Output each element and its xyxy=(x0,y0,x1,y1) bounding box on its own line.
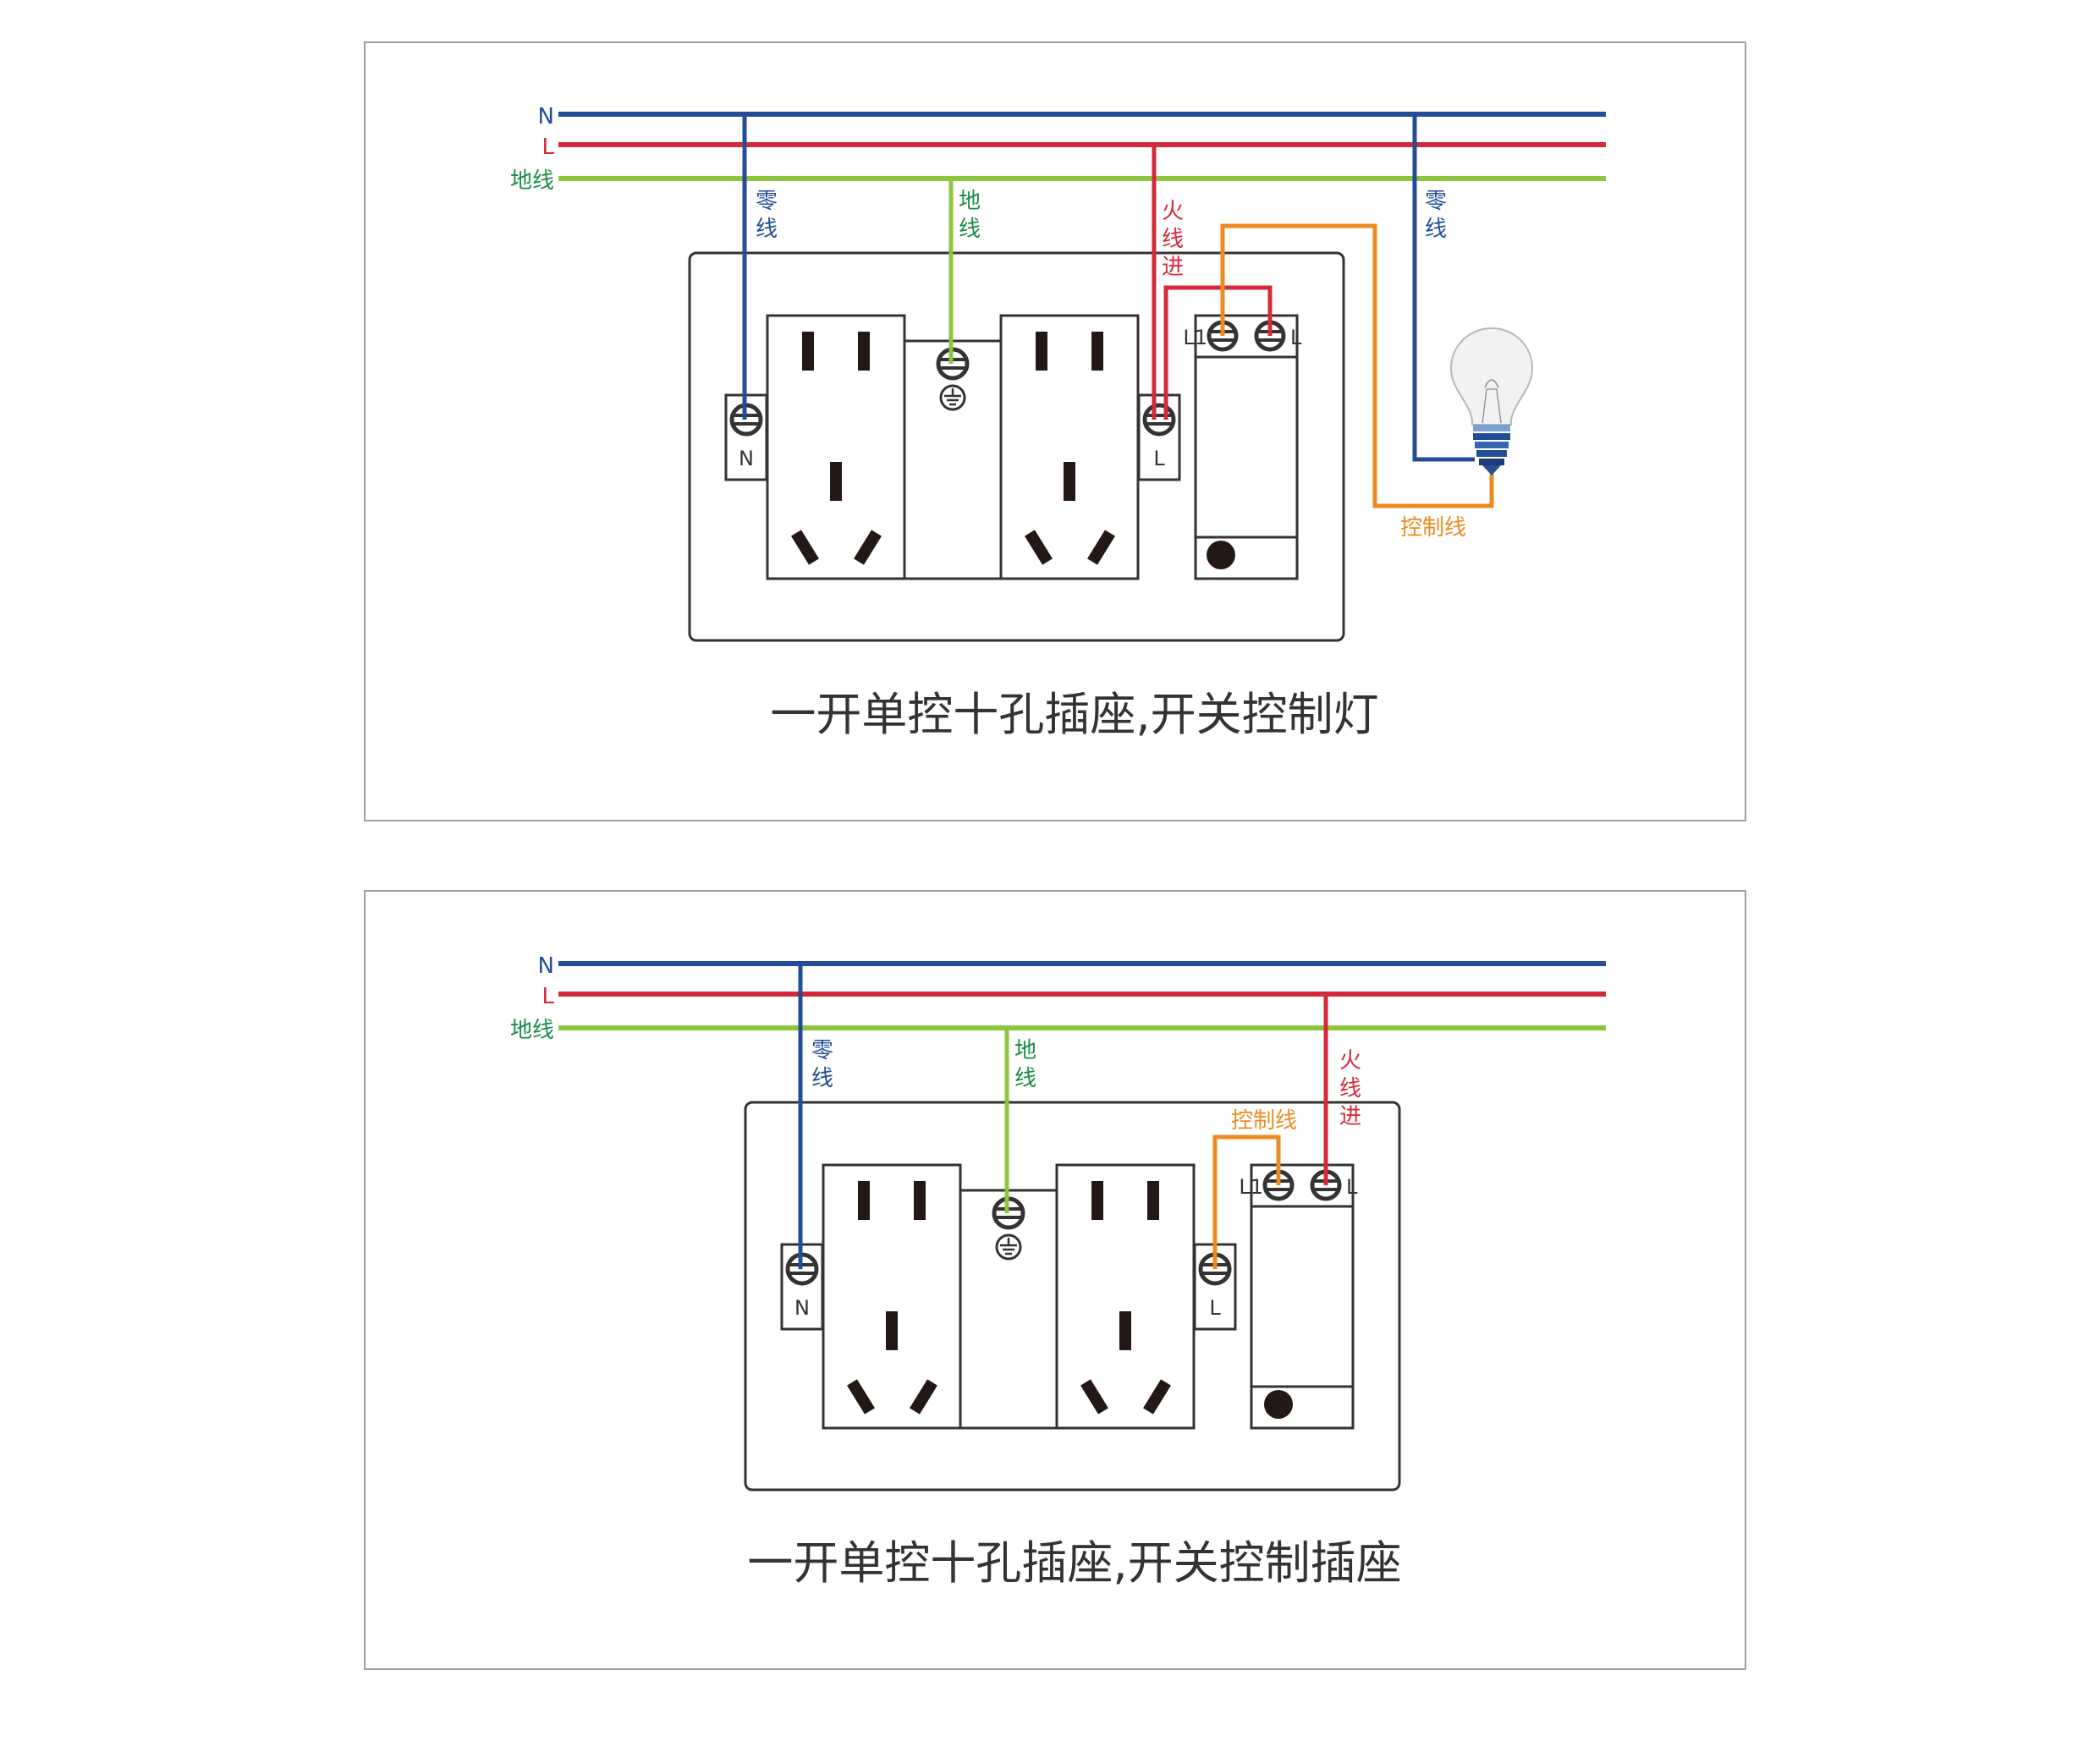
ground-symbol-icon xyxy=(995,1233,1022,1261)
left-outlet xyxy=(766,314,906,580)
switch-indicator-dot xyxy=(1264,1390,1293,1419)
diagram-2: N L 地线 N xyxy=(364,890,1746,1670)
switch-l1-label: L1 xyxy=(1183,326,1207,349)
control-wire-label: 控制线 xyxy=(1400,515,1466,541)
n-terminal-label: N xyxy=(739,447,754,470)
neutral-bus-label: N xyxy=(538,953,554,979)
switch-l-label: L xyxy=(1290,326,1302,349)
right-outlet xyxy=(999,314,1140,580)
diagram-1-frame xyxy=(364,41,1746,821)
lamp-neutral-wire xyxy=(1412,114,1475,462)
l-terminal-screw-icon xyxy=(1142,403,1176,437)
left-outlet-slot-icon xyxy=(854,530,882,565)
diagram-1: N L 地线 N xyxy=(364,41,1746,821)
right-outlet-slot-icon xyxy=(1091,332,1103,371)
right-outlet-slot-icon xyxy=(1036,332,1047,371)
neutral-wire-label: 零线 xyxy=(756,189,778,242)
live-in-wire-label: 火线进 xyxy=(1162,199,1184,280)
right-outlet-slot-icon xyxy=(1147,1181,1159,1220)
right-outlet-slot-icon xyxy=(1091,1181,1103,1220)
right-outlet-slot-icon xyxy=(1080,1379,1108,1415)
light-bulb-icon xyxy=(1449,327,1534,475)
ground-bus-label: 地线 xyxy=(510,168,554,194)
right-outlet-slot-icon xyxy=(1143,1379,1171,1415)
left-outlet xyxy=(822,1163,962,1430)
diagram-1-caption: 一开单控十孔插座,开关控制灯 xyxy=(770,688,1378,741)
ground-bus-label: 地线 xyxy=(510,1018,554,1043)
neutral-bus-label: N xyxy=(538,104,554,129)
n-terminal-label: N xyxy=(794,1296,810,1320)
left-outlet-slot-icon xyxy=(830,462,842,501)
left-outlet-slot-icon xyxy=(858,332,870,371)
control-wire-label: 控制线 xyxy=(1231,1108,1297,1134)
lamp-neutral-wire-label: 零线 xyxy=(1425,189,1447,242)
live-to-switch-wire xyxy=(1163,285,1273,420)
switch-module xyxy=(1250,1163,1355,1430)
live-in-wire-label: 火线进 xyxy=(1339,1048,1361,1129)
left-outlet-slot-icon xyxy=(802,332,814,371)
left-outlet-slot-icon xyxy=(847,1379,875,1415)
diagram-2-caption: 一开单控十孔插座,开关控制插座 xyxy=(747,1536,1401,1590)
control-wire xyxy=(1212,1134,1281,1269)
right-outlet xyxy=(1055,1163,1196,1430)
neutral-wire-label: 零线 xyxy=(811,1038,833,1091)
switch-module xyxy=(1194,314,1299,580)
switch-l1-label: L1 xyxy=(1239,1175,1263,1199)
control-wire xyxy=(1220,223,1494,508)
switch-l-label: L xyxy=(1346,1175,1358,1199)
left-outlet-slot-icon xyxy=(914,1181,926,1220)
right-outlet-slot-icon xyxy=(1087,530,1115,565)
live-bus-label: L xyxy=(542,135,555,160)
left-outlet-slot-icon xyxy=(910,1379,937,1415)
ground-wire-label: 地线 xyxy=(1014,1038,1036,1091)
diagram-2-frame xyxy=(364,890,1746,1670)
left-outlet-slot-icon xyxy=(791,530,819,565)
middle-section xyxy=(959,1189,1058,1430)
live-bus-label: L xyxy=(542,984,555,1009)
ground-symbol-icon xyxy=(939,384,966,411)
right-outlet-slot-icon xyxy=(1119,1311,1131,1350)
right-outlet-slot-icon xyxy=(1025,530,1053,565)
middle-section xyxy=(903,339,1003,580)
left-outlet-slot-icon xyxy=(886,1311,898,1350)
l-terminal-label: L xyxy=(1153,447,1165,470)
l-terminal-label: L xyxy=(1209,1296,1221,1320)
left-outlet-slot-icon xyxy=(858,1181,870,1220)
right-outlet-slot-icon xyxy=(1064,462,1075,501)
ground-wire-label: 地线 xyxy=(959,189,981,242)
switch-indicator-dot xyxy=(1207,541,1235,569)
